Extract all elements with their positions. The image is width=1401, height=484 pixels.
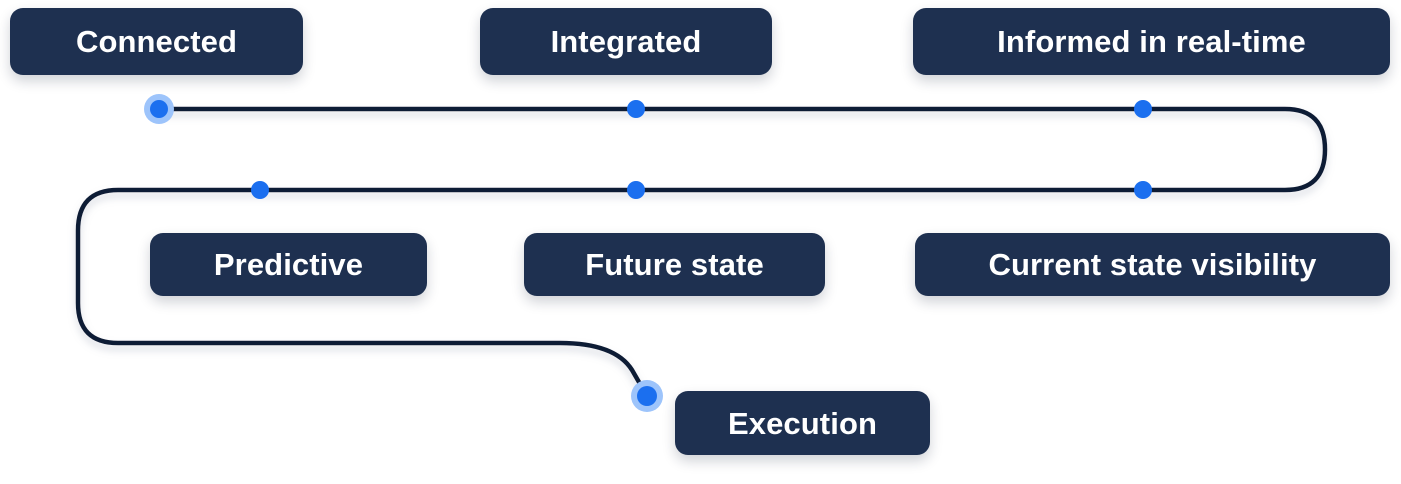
stage-badge-predictive[interactable]: Predictive bbox=[150, 233, 427, 296]
stage-node-dot-current-state-visibility[interactable] bbox=[1134, 181, 1152, 199]
stage-node-dot-future-state[interactable] bbox=[627, 181, 645, 199]
stage-node-dot-execution[interactable] bbox=[637, 386, 657, 406]
stage-badge-connected[interactable]: Connected bbox=[10, 8, 303, 75]
stage-node-dot-informed-in-real-time[interactable] bbox=[1134, 100, 1152, 118]
stage-badge-future-state[interactable]: Future state bbox=[524, 233, 825, 296]
stage-badge-current-state-visibility[interactable]: Current state visibility bbox=[915, 233, 1390, 296]
stage-badge-informed-in-real-time[interactable]: Informed in real-time bbox=[913, 8, 1390, 75]
connector-line bbox=[75, 106, 1328, 399]
stage-badge-integrated[interactable]: Integrated bbox=[480, 8, 772, 75]
stage-node-dot-connected[interactable] bbox=[150, 100, 168, 118]
stage-node-dot-integrated[interactable] bbox=[627, 100, 645, 118]
stage-badge-execution[interactable]: Execution bbox=[675, 391, 930, 455]
stage-node-dot-predictive[interactable] bbox=[251, 181, 269, 199]
